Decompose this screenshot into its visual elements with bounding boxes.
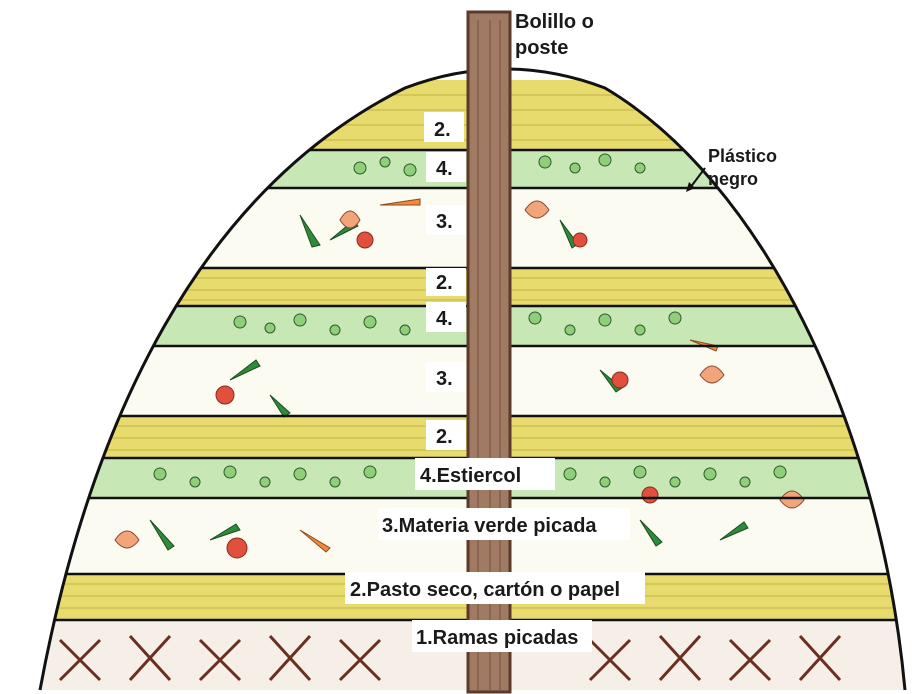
layer-label-1: 1.Ramas picadas [416, 627, 578, 649]
plastic-label-line1: Plástico [708, 146, 777, 166]
layer-label-4-c: 4.Estiercol [420, 465, 521, 487]
layer-label-4-b: 4. [436, 308, 453, 330]
layer-label-3-a: 3. [436, 211, 453, 233]
layer-label-3-c: 3.Materia verde picada [382, 515, 597, 537]
plastic-label: Plástico negro [708, 146, 777, 189]
layer-label-2-b: 2. [436, 272, 453, 294]
post-label-line2: poste [515, 37, 568, 59]
plastic-label-line2: negro [708, 169, 758, 189]
layer-label-2-d: 2.Pasto seco, cartón o papel [350, 579, 620, 601]
layer-label-2-top: 2. [434, 119, 451, 141]
layer-label-3-b: 3. [436, 368, 453, 390]
post-label: Bolillo o poste [515, 11, 594, 59]
layer-label-4-a: 4. [436, 158, 453, 180]
post-label-line1: Bolillo o [515, 11, 594, 33]
layer-label-2-c: 2. [436, 426, 453, 448]
